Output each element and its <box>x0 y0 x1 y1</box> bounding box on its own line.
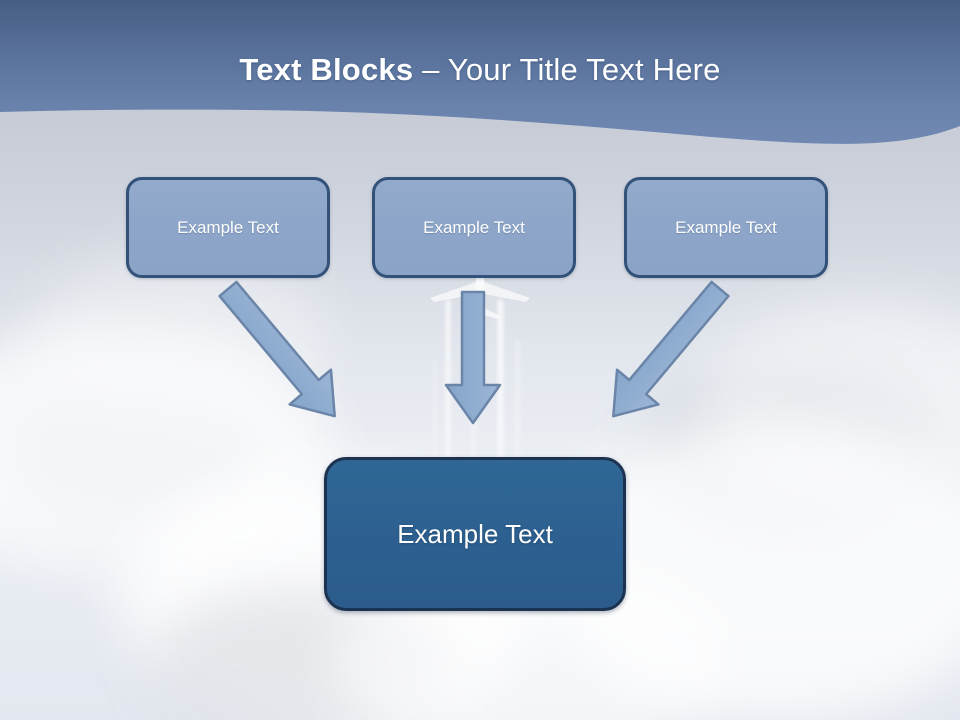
result-text-block[interactable]: Example Text <box>324 457 626 611</box>
text-block-3[interactable]: Example Text <box>624 177 828 278</box>
page-title: Text Blocks – Your Title Text Here <box>0 50 960 90</box>
text-block-2-label: Example Text <box>423 217 525 237</box>
text-block-2[interactable]: Example Text <box>372 177 576 278</box>
text-block-1[interactable]: Example Text <box>126 177 330 278</box>
page-title-dash: – <box>413 52 448 87</box>
contrail-streak <box>472 300 475 600</box>
text-block-3-label: Example Text <box>675 217 777 237</box>
page-title-regular: Your Title Text Here <box>447 52 721 87</box>
page-title-bold: Text Blocks <box>239 52 414 87</box>
text-block-1-label: Example Text <box>177 217 279 237</box>
result-text-block-label: Example Text <box>397 519 553 549</box>
